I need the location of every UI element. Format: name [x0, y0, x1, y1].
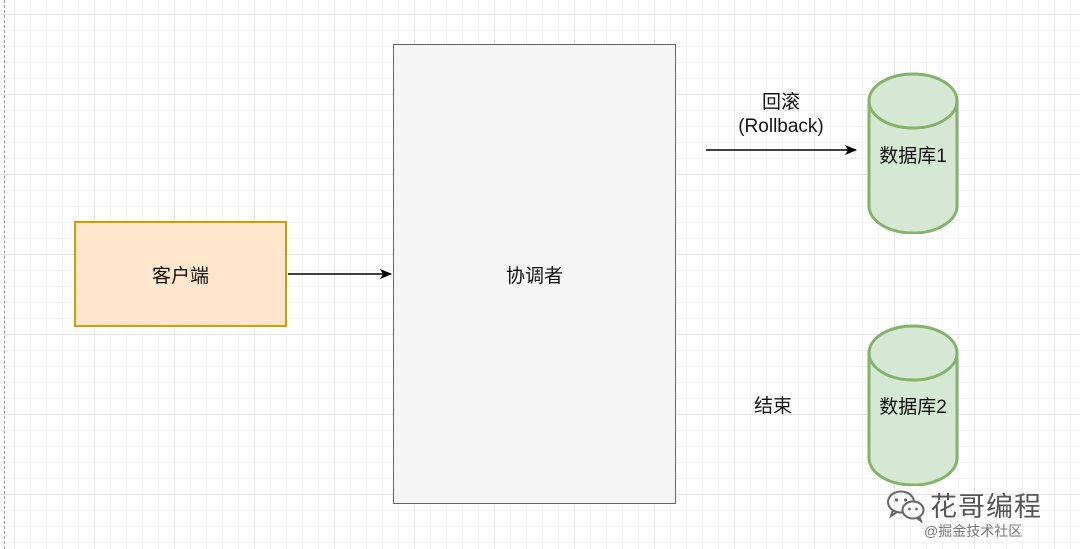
watermark: 花哥编程 @掘金技术社区 — [886, 483, 1066, 543]
watermark-subtitle: @掘金技术社区 — [924, 523, 1023, 539]
database-1-label: 数据库1 — [879, 146, 947, 167]
database-2-label: 数据库2 — [879, 397, 947, 418]
database-cylinder-icon — [867, 324, 959, 486]
database-cylinder-icon — [867, 72, 959, 234]
client-label: 客户端 — [151, 265, 209, 287]
wechat-icon — [887, 490, 925, 523]
rollback-sublabel: (Rollback) — [738, 116, 824, 137]
database-2-node[interactable]: 数据库2 — [867, 324, 959, 486]
client-node[interactable]: 客户端 — [74, 221, 287, 327]
rollback-edge-label[interactable]: 回滚 (Rollback) — [720, 91, 842, 139]
canvas-left-boundary — [4, 0, 5, 549]
database-1-node[interactable]: 数据库1 — [867, 72, 959, 234]
coordinator-label: 协调者 — [505, 265, 563, 287]
rollback-label: 回滚 — [761, 92, 800, 113]
watermark-title: 花哥编程 — [930, 492, 1042, 523]
end-label[interactable]: 结束 — [753, 396, 792, 417]
coordinator-node[interactable]: 协调者 — [393, 44, 676, 504]
